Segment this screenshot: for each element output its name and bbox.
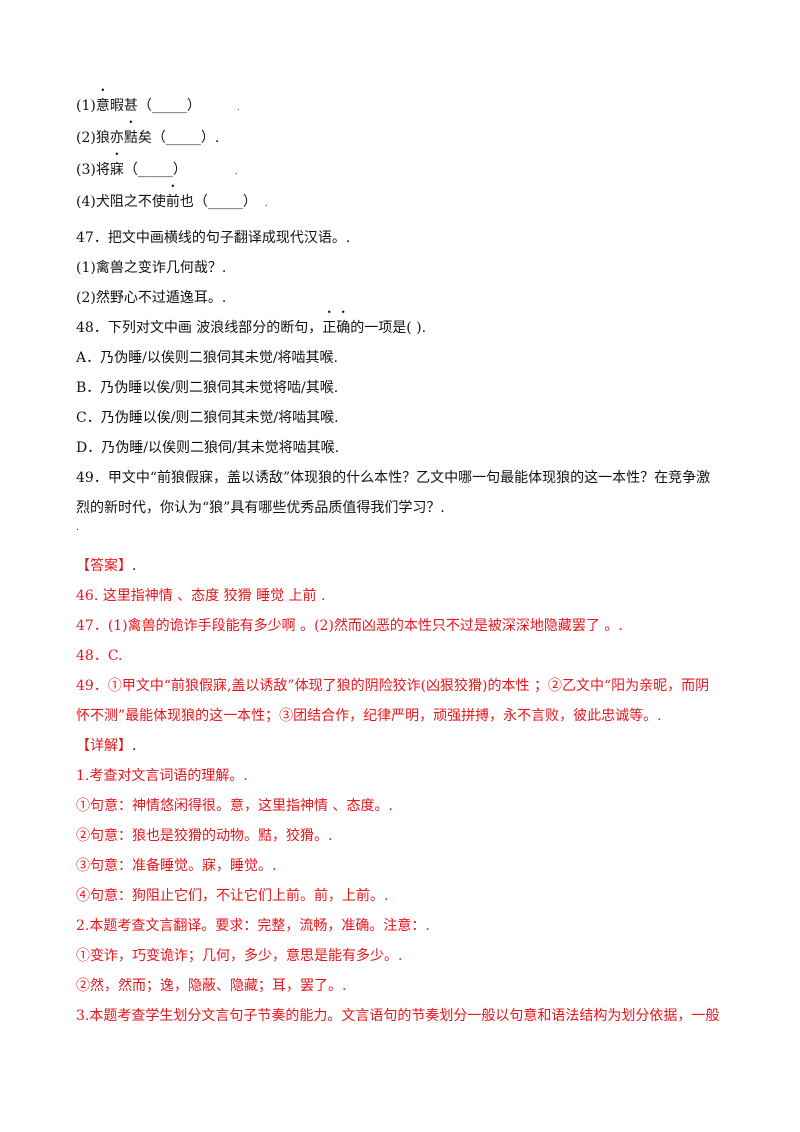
detail-label: 【详解】. <box>76 736 136 756</box>
q46-item-2-text: 矣（_____）. <box>137 130 220 146</box>
q46-item-1-dotted-char: 意 <box>96 96 110 116</box>
q46-item-4-mark: . <box>264 199 268 209</box>
q46-item-2: (2)狼亦黠矣（_____）. <box>76 128 219 148</box>
q46-item-3-mark: . <box>234 167 238 177</box>
detail-1: 1.考查对文言词语的理解。. <box>76 768 248 784</box>
q46-item-2-dotted-char: 黠 <box>124 128 138 148</box>
detail-2-a: ①变诈，巧变诡诈；几何，多少，意思是能有多少。. <box>76 948 403 964</box>
answer-46: 46. 这里指神情 、态度 狡猾 睡觉 上前 . <box>76 588 326 604</box>
q46-item-4: (4)犬阻之不使前也（_____）. <box>76 192 268 214</box>
detail-2-b: ②然，然而；逸，隐蔽、隐藏；耳，罢了。. <box>76 978 347 994</box>
q46-item-2-prefix: (2)狼亦 <box>76 130 124 146</box>
q48-title: 48．下列对文中画 波浪线部分的断句，正确的一项是( ). <box>76 318 426 338</box>
answer-label-mark: . <box>132 558 137 574</box>
q47-title: 47．把文中画横线的句子翻译成现代汉语。. <box>76 230 351 246</box>
q49-line-1: 49．甲文中“前狼假寐，盖以诱敌”体现狼的什么本性？乙文中哪一句最能体现狼的这一… <box>76 470 711 486</box>
q48-option-d: D．乃伪睡/以俟则二狼伺/其未觉将啮其喉. <box>76 440 340 456</box>
q46-item-4-dotted-char: 前 <box>166 192 180 212</box>
q46-item-1-mark: . <box>236 103 240 113</box>
q48-option-c: C．乃伪睡以俟/则二狼伺其未觉/将啮其喉. <box>76 410 339 426</box>
q48-dotted-char-1: 正 <box>322 318 336 338</box>
q46-item-4-text: 也（_____） <box>179 194 257 210</box>
detail-1-c: ③句意：准备睡觉。寐，睡觉。. <box>76 858 277 874</box>
q46-item-3-text: （_____） <box>123 162 187 178</box>
detail-1-b: ②句意：狼也是狡猾的动物。黠，狡猾。. <box>76 828 333 844</box>
q46-item-4-prefix: (4)犬阻之不使 <box>76 194 166 210</box>
detail-label-text: 【详解】 <box>76 738 132 754</box>
q48-dotted-char-2: 确 <box>336 318 350 338</box>
answer-49-line-2: 怀不测”最能体现狼的这一本性；③团结合作，纪律严明，顽强拼搏，永不言败，彼此忠诚… <box>76 708 662 724</box>
detail-1-a: ①句意：神情悠闲得很。意，这里指神情 、态度。. <box>76 798 393 814</box>
q48-title-suffix: 的一项是( ). <box>350 320 427 336</box>
q47-item-2: (2)然野心不过遁逸耳。. <box>76 290 227 306</box>
q49-line-2: 烈的新时代，你认为“狼”具有哪些优秀品质值得我们学习？. <box>76 500 445 516</box>
q46-item-1-prefix: (1) <box>76 98 96 114</box>
answer-48: 48．C. <box>76 648 123 664</box>
detail-3: 3.本题考查学生划分文言句子节奏的能力。文言语句的节奏划分一般以句意和语法结构为… <box>76 1008 720 1024</box>
q47-item-1: (1)禽兽之变诈几何哉？. <box>76 260 227 276</box>
answer-label: 【答案】. <box>76 556 136 576</box>
answer-label-text: 【答案】 <box>76 558 132 574</box>
q48-option-b: B．乃伪睡以俟/则二狼伺其未觉将啮/其喉. <box>76 380 339 396</box>
answer-47: 47．(1)禽兽的诡诈手段能有多少啊 。(2)然而凶恶的本性只不过是被深深地隐藏… <box>76 618 623 634</box>
q46-item-1: (1)意暇甚（_____）. <box>76 96 240 118</box>
q46-item-3-dotted-char: 寐 <box>110 160 124 180</box>
detail-2: 2.本题考查文言翻译。要求：完整，流畅，准确。注意：. <box>76 918 430 934</box>
q46-item-3: (3)将寐（_____）. <box>76 160 238 182</box>
detail-1-d: ④句意：狗阻止它们，不让它们上前。前，上前。. <box>76 888 389 904</box>
answer-49-line-1: 49．①甲文中“前狼假寐,盖以诱敌”体现了狼的阴险狡诈(凶狠狡猾)的本性 ；②乙… <box>76 678 710 694</box>
detail-label-mark: . <box>132 738 137 754</box>
q48-option-a: A．乃伪睡/以俟则二狼伺其未觉/将啮其喉. <box>76 350 338 366</box>
q46-item-1-text: 暇甚（_____） <box>109 98 201 114</box>
q49-blank-line: . <box>76 523 79 533</box>
q46-item-3-prefix: (3)将 <box>76 162 110 178</box>
q48-title-prefix: 48．下列对文中画 波浪线部分的断句， <box>76 320 323 336</box>
